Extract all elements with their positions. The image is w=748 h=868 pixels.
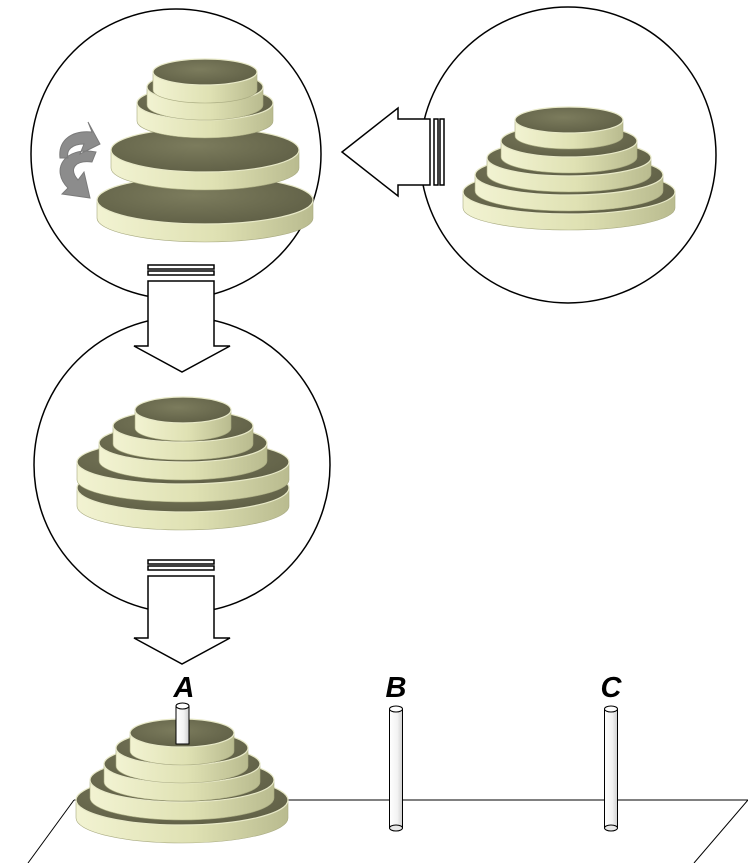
peg-label-b: B [386, 672, 407, 704]
flipped-disk-5 [134, 396, 232, 442]
stack-sorted [96, 58, 314, 243]
peg-b [389, 705, 403, 832]
peg-label-c: C [601, 672, 623, 704]
stack-flipped [76, 396, 290, 531]
arrow-left [340, 106, 445, 198]
peg-a [175, 702, 190, 745]
stack-final [75, 702, 289, 844]
pegs [389, 705, 618, 832]
peg-c [604, 705, 618, 832]
arrow-down-2 [133, 559, 231, 665]
rotate-arrow-icon [59, 121, 101, 199]
arrow-down-1 [133, 264, 231, 373]
sorted-disk-5 [152, 58, 258, 104]
peg-label-a: A [173, 672, 195, 704]
stack-unsorted [462, 106, 676, 231]
unsorted-disk-5 [514, 106, 624, 150]
